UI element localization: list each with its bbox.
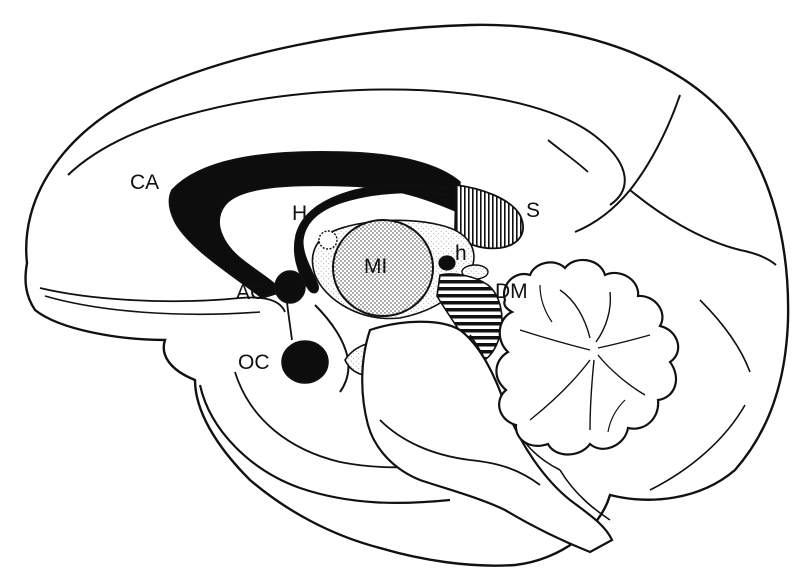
label-optic-chiasm: OC	[238, 352, 270, 373]
habenula	[439, 256, 455, 270]
anterior-commissure	[275, 271, 305, 303]
label-massa-intermedia: MI	[364, 256, 387, 277]
label-habenula: h	[455, 243, 467, 264]
label-splenium: S	[526, 200, 540, 221]
label-anterior-commissure: AC	[236, 282, 265, 303]
label-fornix: H	[292, 203, 307, 224]
small-nucleus-circle	[319, 231, 337, 249]
label-dorsomedial: DM	[495, 281, 528, 302]
optic-chiasm	[282, 341, 328, 383]
label-corpus-callosum: CA	[130, 172, 159, 193]
